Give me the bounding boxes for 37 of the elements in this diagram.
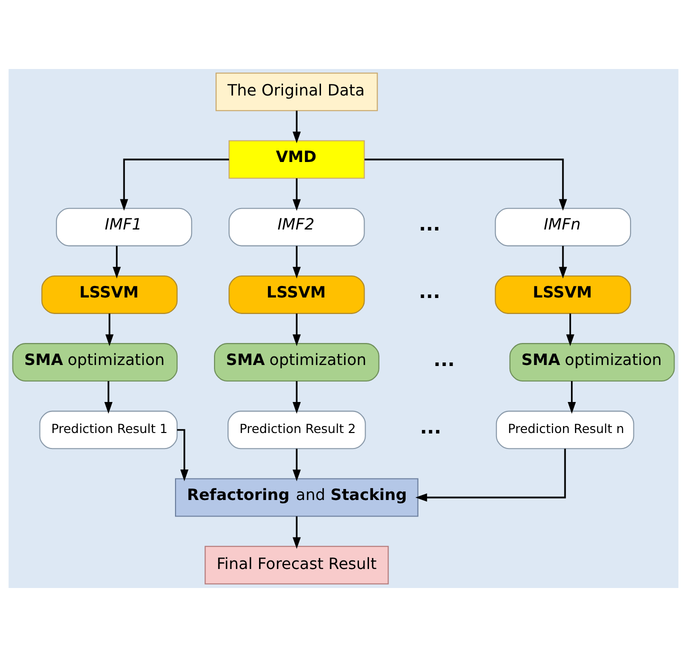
arrow	[177, 428, 188, 481]
node-box: SMA optimization	[214, 342, 380, 382]
node-box: Prediction Result 2	[228, 410, 366, 449]
arrow	[112, 245, 121, 278]
node-box: LSSVM	[41, 274, 178, 314]
node-box: SMA optimization	[509, 342, 675, 382]
arrow	[566, 313, 574, 346]
arrow	[292, 516, 301, 548]
label: ...	[433, 349, 455, 370]
node-box: VMD	[228, 140, 365, 178]
arrow	[105, 313, 114, 346]
arrow	[292, 448, 301, 481]
node-box: LSSVM	[228, 274, 365, 314]
arrow	[292, 245, 301, 278]
node-box: Refactoring and Stacking	[175, 478, 418, 516]
arrow	[568, 380, 576, 414]
arrow	[104, 380, 113, 414]
node-box: SMA optimization	[12, 342, 178, 382]
node-box: IMF1	[56, 207, 192, 246]
arrow	[558, 245, 568, 278]
node-box: Final Forecast Result	[204, 545, 389, 584]
node-box: Prediction Result 1	[39, 410, 178, 449]
arrow	[292, 178, 301, 210]
node-box: IMFn	[494, 207, 632, 246]
arrow	[415, 448, 566, 502]
node-box: LSSVM	[494, 274, 632, 314]
label: ...	[418, 282, 440, 303]
label: ...	[418, 214, 440, 236]
arrow	[292, 110, 301, 143]
node-box: Prediction Result n	[496, 410, 634, 449]
arrow	[364, 158, 568, 210]
arrow	[120, 158, 229, 210]
node-box: The Original Data	[216, 72, 378, 111]
node-box: IMF2	[228, 207, 365, 246]
arrow	[292, 313, 301, 346]
label: ...	[420, 416, 442, 438]
arrow	[292, 380, 301, 414]
